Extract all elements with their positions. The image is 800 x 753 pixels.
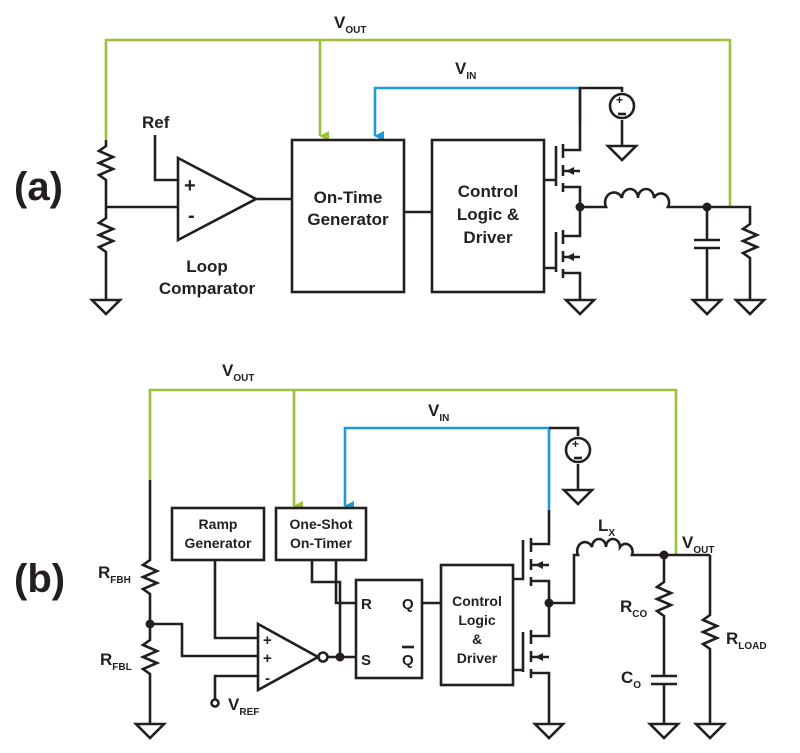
vin-ground-b [560, 488, 596, 506]
on-time-line1-a: On-Time [314, 188, 383, 207]
diagram-a: (a) VOUT VIN Ref + - Loop Comparator On-… [14, 13, 768, 316]
oneshot-line1-b: One-Shot [290, 516, 353, 532]
output-capacitor-a [694, 207, 720, 300]
cap-ground-a [689, 298, 725, 316]
sr-latch-block-b [354, 578, 424, 680]
vout-label-b: VOUT [222, 361, 254, 384]
oneshot-feedback-wire-b [310, 560, 342, 657]
vout-feedback-wire-b [148, 388, 678, 555]
control-logic-driver-block-b [439, 563, 515, 687]
divider-ground-b [132, 722, 168, 740]
low-side-mosfet-arrow-b [535, 653, 543, 661]
comparator-plus2-b: + [263, 650, 272, 667]
vin-source-b [564, 436, 592, 464]
vin-label-a: VIN [455, 59, 476, 82]
vref-to-comparator-b [213, 674, 258, 700]
comparator-plus1-b: + [263, 632, 272, 649]
comparator-caption-line1-a: Loop [186, 257, 228, 276]
control-logic-driver-block-a [430, 138, 546, 294]
vin-source-wire-a [578, 86, 624, 146]
latch-qbar-pin-b: Q [402, 652, 414, 669]
vref-label-b: VREF [228, 695, 259, 718]
comparator-caption-line2-a: Comparator [159, 279, 256, 298]
latch-q-pin-b: Q [402, 596, 414, 613]
rload-label-b: RLOAD [726, 629, 767, 652]
vin-source-wire-b [549, 426, 580, 490]
ramp-line1-b: Ramp [199, 516, 238, 532]
high-side-gate-a [544, 124, 582, 207]
inductor-lx-b [549, 537, 710, 605]
cap-ground-b [646, 722, 682, 740]
oneshot-to-latch-r-b [334, 560, 356, 605]
feedback-divider-a [95, 140, 117, 300]
co-label-b: CO [621, 668, 641, 691]
load-ground-a [732, 298, 768, 316]
ref-wire-a [153, 135, 178, 182]
latch-r-pin-b: R [361, 596, 372, 613]
control-line2-a: Logic & [457, 205, 519, 224]
comparator-minus-b: - [265, 670, 270, 687]
on-time-line2-a: Generator [307, 210, 389, 229]
load-resistor-a [730, 205, 761, 300]
vin-source-plus-a: + [616, 93, 623, 107]
comparator-plus-a: + [184, 175, 196, 197]
divider-ground-a [88, 298, 124, 316]
lx-label-b: LX [598, 516, 615, 539]
feedback-to-comparator-b [150, 622, 258, 658]
ref-label-a: Ref [142, 113, 170, 132]
comparator-minus-a: - [188, 205, 195, 227]
control-line3-a: Driver [463, 228, 513, 247]
vout-feedback-wire-a [104, 38, 732, 206]
low-side-gate-a [544, 207, 582, 300]
ramp-generator-block-b [170, 506, 266, 562]
vin-source-a [608, 92, 636, 120]
ramp-line2-b: Generator [185, 535, 252, 551]
vin-source-plus-b: + [572, 437, 579, 451]
rfbh-label-b: RFBH [98, 563, 131, 586]
control-line2-b: Logic [458, 612, 496, 628]
high-side-gate-b [513, 510, 551, 603]
part-a-label: (a) [14, 165, 63, 209]
vin-ground-a [604, 144, 640, 162]
control-line1-a: Control [458, 182, 518, 201]
high-side-mosfet-arrow-a [566, 167, 574, 175]
low-side-ground-b [531, 722, 567, 740]
vin-feedback-wire-b [343, 426, 551, 511]
low-side-gate-b [513, 603, 551, 724]
on-time-generator-block-a [290, 138, 406, 294]
oneshot-line2-b: On-Timer [290, 535, 353, 551]
vout-node-label-b: VOUT [682, 533, 714, 556]
comparator-inversion-bubble-b [317, 651, 329, 663]
rco-label-b: RCO [620, 597, 648, 620]
control-line1-b: Control [452, 593, 502, 609]
vin-feedback-wire-a [373, 86, 582, 141]
inductor-a [580, 187, 730, 209]
ramp-to-comparator-b [213, 560, 258, 640]
vout-label-a: VOUT [334, 13, 366, 36]
esr-resistor-rco-b [651, 555, 677, 724]
high-side-mosfet-arrow-b [535, 561, 543, 569]
latch-s-pin-b: S [361, 652, 371, 669]
low-side-ground-a [562, 298, 598, 316]
rfbl-label-b: RFBL [100, 650, 132, 673]
load-ground-b [692, 722, 728, 740]
pwm-comparator-b [256, 621, 321, 693]
vref-terminal-b [210, 698, 220, 708]
feedback-divider-b [139, 480, 161, 724]
low-side-mosfet-arrow-a [566, 253, 574, 261]
diagram-b: (b) VOUT VIN RFBH RFBL Ramp Generator On… [14, 361, 767, 740]
loop-comparator-a [176, 155, 259, 243]
part-b-label: (b) [14, 557, 65, 601]
vin-label-b: VIN [428, 401, 449, 424]
load-resistor-b [699, 555, 721, 724]
control-line4-b: Driver [457, 650, 498, 666]
control-line3-b: & [472, 631, 482, 647]
one-shot-on-timer-block-b [274, 506, 368, 562]
